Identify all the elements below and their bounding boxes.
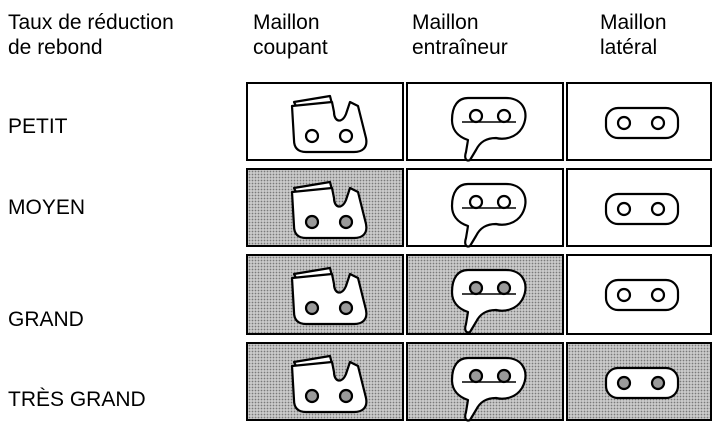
cell-side-tres-grand — [566, 342, 712, 421]
row-label-tres-grand: TRÈS GRAND — [8, 388, 146, 411]
link-drawing — [450, 356, 527, 422]
header-rate: Taux de réduction de rebond — [8, 11, 174, 59]
header-drive-link: Maillon entraîneur — [412, 11, 508, 59]
cell-cutter-grand — [246, 254, 404, 335]
drive-link-icon — [450, 96, 527, 162]
side-link-icon — [604, 366, 680, 400]
link-drawing — [604, 192, 680, 226]
link-drawing — [290, 180, 368, 240]
cell-side-moyen — [566, 168, 712, 247]
side-link-icon — [604, 278, 680, 312]
cell-cutter-tres-grand — [246, 342, 404, 421]
link-drawing — [290, 94, 368, 154]
drive-link-icon — [450, 182, 527, 248]
cutter-link-icon — [290, 266, 368, 326]
link-drawing — [604, 106, 680, 140]
link-drawing — [450, 182, 527, 248]
row-label-moyen: MOYEN — [8, 196, 86, 219]
link-drawing — [604, 278, 680, 312]
cell-drive-grand — [406, 254, 564, 335]
link-drawing — [450, 96, 527, 162]
cell-side-grand — [566, 254, 712, 335]
cell-drive-moyen — [406, 168, 564, 248]
cell-side-petit — [566, 82, 712, 161]
cell-cutter-petit — [246, 82, 404, 161]
cutter-link-icon — [290, 354, 368, 414]
side-link-icon — [604, 192, 680, 226]
link-drawing — [450, 268, 527, 334]
cell-drive-petit — [406, 82, 564, 162]
cutter-link-icon — [290, 180, 368, 240]
header-side-link: Maillon latéral — [600, 11, 667, 59]
header-cutter-link: Maillon coupant — [253, 11, 328, 59]
link-drawing — [604, 366, 680, 400]
row-label-petit: PETIT — [8, 115, 68, 138]
drive-link-icon — [450, 356, 527, 422]
side-link-icon — [604, 106, 680, 140]
cell-cutter-moyen — [246, 168, 404, 247]
link-drawing — [290, 266, 368, 326]
cell-drive-tres-grand — [406, 342, 564, 422]
drive-link-icon — [450, 268, 527, 334]
cutter-link-icon — [290, 94, 368, 154]
row-label-grand: GRAND — [8, 308, 84, 331]
link-drawing — [290, 354, 368, 414]
